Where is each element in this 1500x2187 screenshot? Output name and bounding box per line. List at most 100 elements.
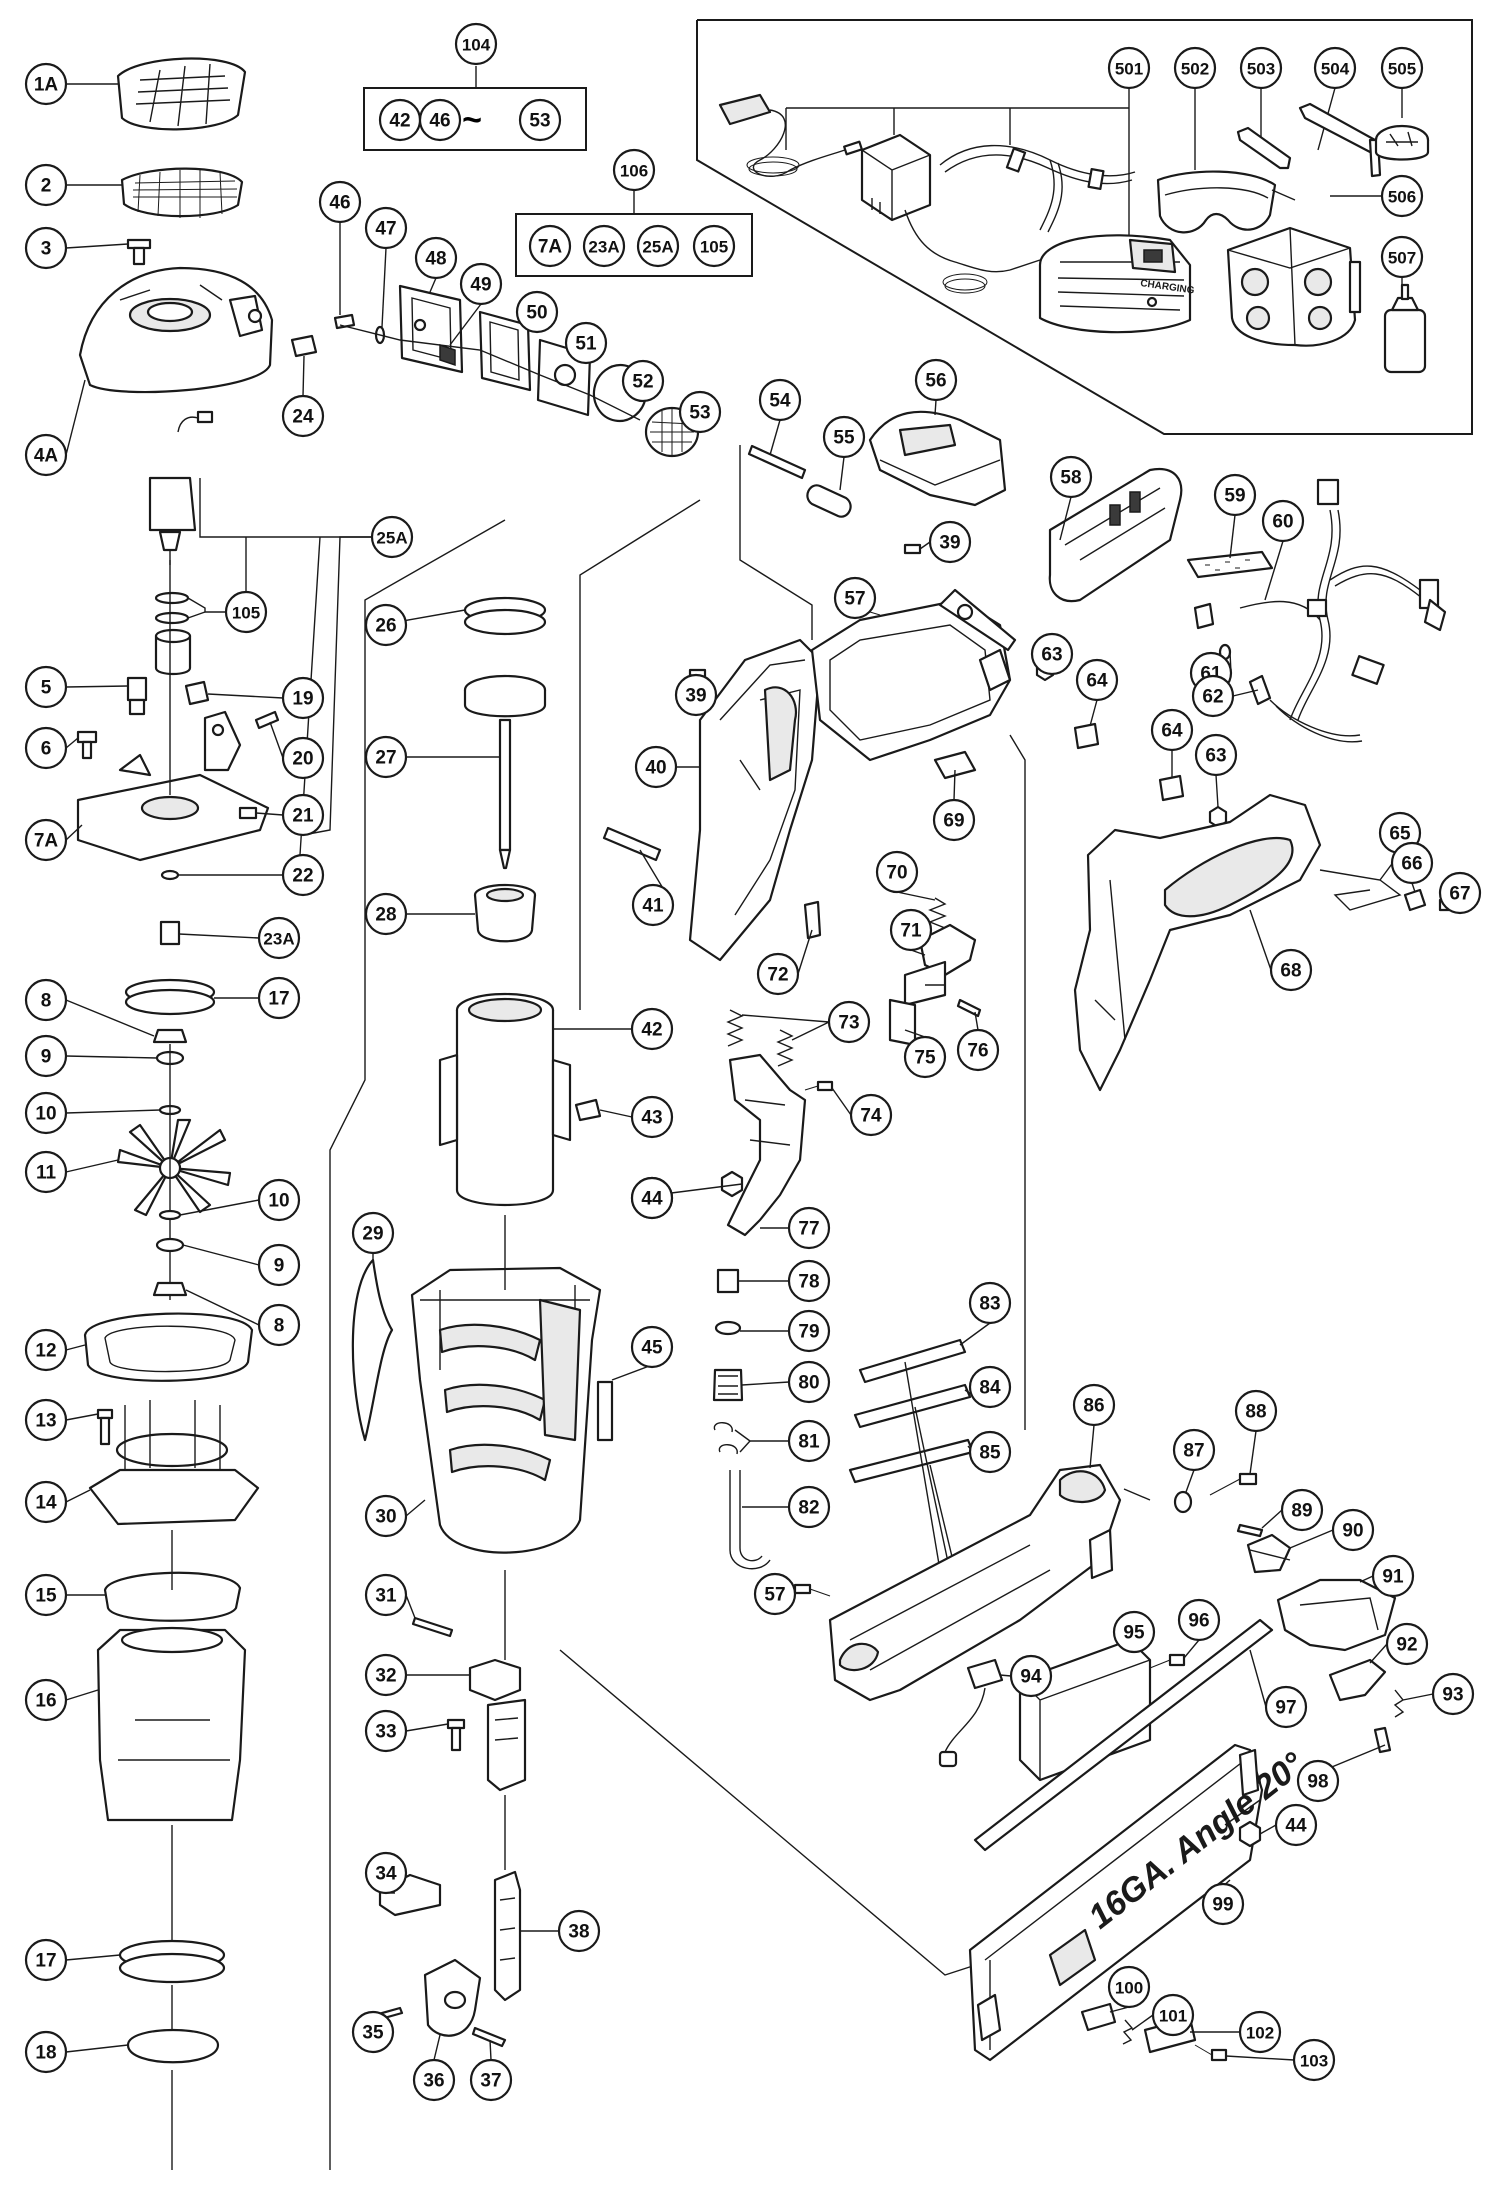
callout-number: 4A xyxy=(34,446,59,467)
callout-circle xyxy=(1239,46,1283,90)
group-104-member-42: 42 xyxy=(378,98,422,142)
callout-circle xyxy=(758,378,802,422)
callout-circle xyxy=(24,1091,68,1135)
callout-75: 75 xyxy=(903,1035,947,1079)
callout-circle xyxy=(1264,1685,1308,1729)
callout-number: 501 xyxy=(1115,60,1143,79)
callout-circle xyxy=(518,98,562,142)
callout-3: 3 xyxy=(24,226,68,270)
callout-circle xyxy=(582,224,626,268)
callout-circle xyxy=(827,1000,871,1044)
callout-circle xyxy=(1380,46,1424,90)
callout-number: 64 xyxy=(1086,671,1108,692)
callout-number: 10 xyxy=(35,1104,56,1125)
callout-circle xyxy=(928,520,972,564)
callout-circle xyxy=(621,359,665,403)
callout-number: 23A xyxy=(263,930,294,949)
callout-80: 80 xyxy=(787,1360,831,1404)
callout-number: 8 xyxy=(41,991,52,1012)
callout-96: 96 xyxy=(1177,1598,1221,1642)
callout-number: 73 xyxy=(838,1013,859,1034)
callout-number: 89 xyxy=(1291,1501,1312,1522)
callout-number: 42 xyxy=(641,1020,662,1041)
callout-18: 18 xyxy=(24,2030,68,2074)
callout-number: 504 xyxy=(1321,60,1350,79)
callout-12: 12 xyxy=(24,1328,68,1372)
callout-number: 9 xyxy=(41,1047,52,1068)
callout-22: 22 xyxy=(281,853,325,897)
callout-number: 91 xyxy=(1382,1567,1404,1588)
callout-94: 94 xyxy=(1009,1654,1053,1698)
callout-53: 53 xyxy=(678,390,722,434)
callout-26: 26 xyxy=(364,603,408,647)
callout-30: 30 xyxy=(364,1494,408,1538)
callout-97: 97 xyxy=(1264,1685,1308,1729)
callout-100: 100 xyxy=(1107,1965,1151,2009)
callout-circle xyxy=(515,290,559,334)
callout-number: 44 xyxy=(1285,1816,1307,1837)
callout-circle xyxy=(364,1494,408,1538)
callout-99: 99 xyxy=(1201,1882,1245,1926)
callout-circle xyxy=(257,916,301,960)
callout-circle xyxy=(364,603,408,647)
callout-circle xyxy=(418,98,462,142)
callout-circle xyxy=(351,2010,395,2054)
callout-circle xyxy=(1151,1993,1195,2037)
callout-circle xyxy=(631,883,675,927)
callout-number: 105 xyxy=(700,238,728,257)
callout-circle xyxy=(674,673,718,717)
callout-circle xyxy=(281,676,325,720)
callout-number: 78 xyxy=(798,1272,819,1293)
callout-number: 52 xyxy=(632,372,653,393)
middle-column-parts xyxy=(329,499,986,2170)
callout-number: 74 xyxy=(860,1106,882,1127)
callout-number: 59 xyxy=(1224,486,1245,507)
callout-39: 39 xyxy=(674,673,718,717)
callout-502: 502 xyxy=(1173,46,1217,90)
callout-circle xyxy=(281,736,325,780)
callout-24: 24 xyxy=(281,394,325,438)
group-106-box xyxy=(515,190,753,277)
safety-glasses xyxy=(1156,170,1296,234)
callout-81: 81 xyxy=(787,1419,831,1463)
callout-number: 12 xyxy=(35,1341,56,1362)
callout-68: 68 xyxy=(1269,948,1313,992)
callout-circle xyxy=(1371,1554,1415,1598)
callout-number: 72 xyxy=(767,965,788,986)
callout-circle xyxy=(1380,174,1424,218)
callout-circle xyxy=(903,1035,947,1079)
callout-number: 26 xyxy=(375,616,396,637)
callout-83: 83 xyxy=(968,1281,1012,1325)
callout-circle xyxy=(787,1419,831,1463)
callout-number: 9 xyxy=(274,1256,285,1277)
callout-number: 47 xyxy=(375,219,396,240)
callout-circle xyxy=(1173,46,1217,90)
callout-circle xyxy=(454,22,498,66)
callout-number: 38 xyxy=(568,1922,589,1943)
callout-number: 13 xyxy=(35,1411,56,1432)
callout-45: 45 xyxy=(630,1325,674,1369)
callout-20: 20 xyxy=(281,736,325,780)
callout-42: 42 xyxy=(630,1007,674,1051)
callout-number: 87 xyxy=(1183,1441,1204,1462)
callout-98: 98 xyxy=(1296,1759,1340,1803)
callout-number: 102 xyxy=(1246,2024,1274,2043)
callout-circle xyxy=(630,1325,674,1369)
callout-circle xyxy=(1380,235,1424,279)
callout-circle xyxy=(630,1095,674,1139)
callout-number: 96 xyxy=(1188,1611,1209,1632)
callout-circle xyxy=(753,1572,797,1616)
callout-number: 84 xyxy=(979,1378,1001,1399)
callout-number: 98 xyxy=(1307,1772,1328,1793)
callout-circle xyxy=(1261,499,1305,543)
callout-37: 37 xyxy=(469,2058,513,2102)
callout-number: 37 xyxy=(480,2071,501,2092)
callout-number: 81 xyxy=(798,1432,820,1453)
callout-circle xyxy=(364,206,408,250)
callout-16: 16 xyxy=(24,1678,68,1722)
callout-50: 50 xyxy=(515,290,559,334)
callout-number: 51 xyxy=(575,334,597,355)
